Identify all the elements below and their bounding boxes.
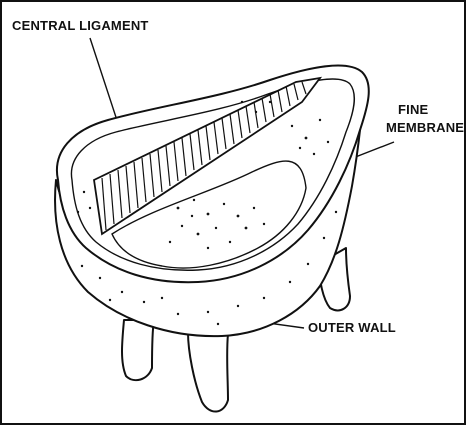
label-fine-membrane-line2: MEMBRANE bbox=[386, 120, 464, 135]
label-central-ligament: CENTRAL LIGAMENT bbox=[12, 18, 149, 33]
leg-front bbox=[188, 332, 228, 412]
leg-left bbox=[122, 320, 154, 380]
label-fine-membrane-line1: FINE bbox=[398, 102, 429, 117]
label-outer-wall: OUTER WALL bbox=[308, 320, 396, 335]
